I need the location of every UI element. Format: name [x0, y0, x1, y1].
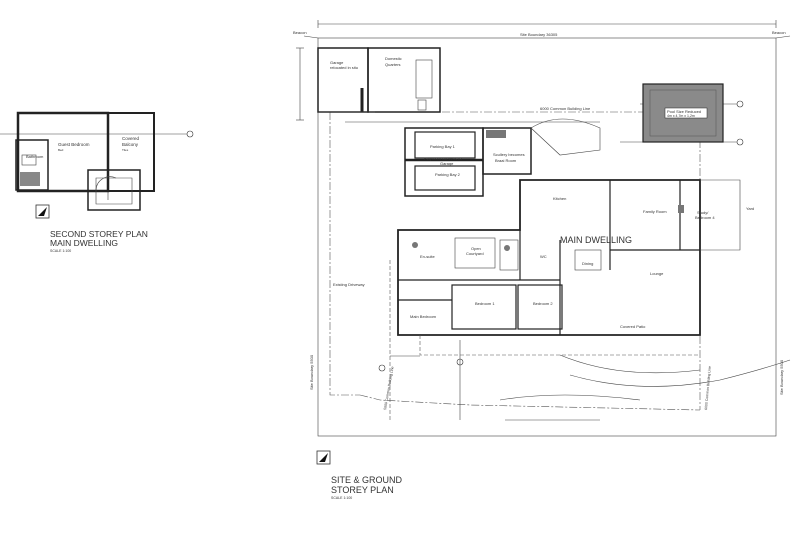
main-house-walls: [397, 179, 791, 401]
room-label-dining: Dining: [582, 261, 593, 266]
north-arrow-icon: [35, 204, 50, 219]
room-label-open-courtyard-2: Courtyard: [466, 251, 484, 256]
site-plan-title-2: STOREY PLAN: [331, 485, 394, 495]
room-label-study-2: Bedroom 4: [695, 215, 715, 220]
north-arrow-icon: [316, 450, 331, 465]
room-label-open-courtyard-1: Open: [471, 246, 481, 251]
beacon-label-right: Beacon: [772, 30, 786, 35]
room-label-scullery-2: Braai Room: [495, 158, 517, 163]
room-label-parking-bay-1: Parking Bay 1: [430, 144, 456, 149]
site-plan-title-1: SITE & GROUND: [331, 475, 403, 485]
second-storey-title-2: MAIN DWELLING: [50, 238, 118, 248]
second-storey-walls: [15, 111, 155, 211]
room-label-wc: WC: [540, 254, 547, 259]
finish-label: Tiles: [122, 148, 129, 152]
room-label-covered-balcony-2: Balcony: [122, 142, 139, 147]
room-label-garage-1: Garage: [330, 60, 344, 65]
site-boundary-right-label: Site Boundary 5500: [779, 359, 784, 395]
site-ground-plan: Beacon Beacon Site Boundary 36305 Site B…: [293, 20, 791, 500]
room-label-domestic-2: Quarters: [385, 62, 401, 67]
room-label-playroom-1: Playroom converts to: [424, 156, 462, 161]
room-label-parking-bay-2: Parking Bay 2: [435, 172, 461, 177]
second-storey-title-1: SECOND STOREY PLAN: [50, 229, 148, 239]
second-storey-plan: Guest Bedroom Bed Covered Balcony Tiles …: [0, 111, 194, 253]
site-boundary-top-label: Site Boundary 36305: [520, 32, 558, 37]
garage-block: [317, 47, 441, 113]
second-storey-scale: SCALE 1:100: [50, 249, 71, 253]
site-plan-scale: SCALE 1:100: [331, 496, 352, 500]
room-label-domestic-1: Domestic: [385, 56, 402, 61]
room-label-kitchen: Kitchen: [553, 196, 566, 201]
parking-block: [404, 118, 601, 197]
room-label-covered-balcony-1: Covered: [122, 136, 140, 141]
room-label-playroom-2: Garage: [440, 161, 454, 166]
room-label-bathroom: Bathroom: [26, 154, 44, 159]
room-label-ensuite: En-suite: [420, 254, 435, 259]
room-label-lounge: Lounge: [650, 271, 664, 276]
building-line-top-label: 6000 Common Building Line: [540, 106, 591, 111]
building-line-left-label: 5000 Common Building Line: [383, 366, 395, 410]
pool-label-2: 4m x 4,7m x 1,2m: [667, 114, 695, 118]
site-boundary-left-label: Site Boundary 5500: [309, 354, 314, 390]
room-label-bedroom-1: Bedroom 1: [475, 301, 495, 306]
room-label-garage-2: relocated in situ: [330, 65, 358, 70]
site-boundary: [303, 35, 791, 437]
room-label-yard: Yard: [746, 206, 754, 211]
room-label-covered-patio: Covered Patio: [620, 324, 646, 329]
room-label-main-bedroom: Main Bedroom: [410, 314, 437, 319]
main-dwelling-label: MAIN DWELLING: [560, 235, 632, 245]
pool-label-1: Pool Size Reduced: [667, 109, 701, 114]
room-label-study-1: Study/: [697, 210, 709, 215]
room-label-guest-bedroom: Guest Bedroom: [58, 142, 90, 147]
finish-label: Bed: [58, 148, 64, 152]
beacon-label-left: Beacon: [293, 30, 307, 35]
swimming-pool: [642, 83, 724, 143]
room-label-bedroom-2: Bedroom 2: [533, 301, 553, 306]
room-label-existing-driveway: Existing Driveway: [333, 282, 365, 287]
room-label-family-room: Family Room: [643, 209, 667, 214]
room-label-scullery-1: Scullery becomes: [493, 152, 525, 157]
building-line-right-label: 6000 Common Building Line: [704, 366, 712, 410]
